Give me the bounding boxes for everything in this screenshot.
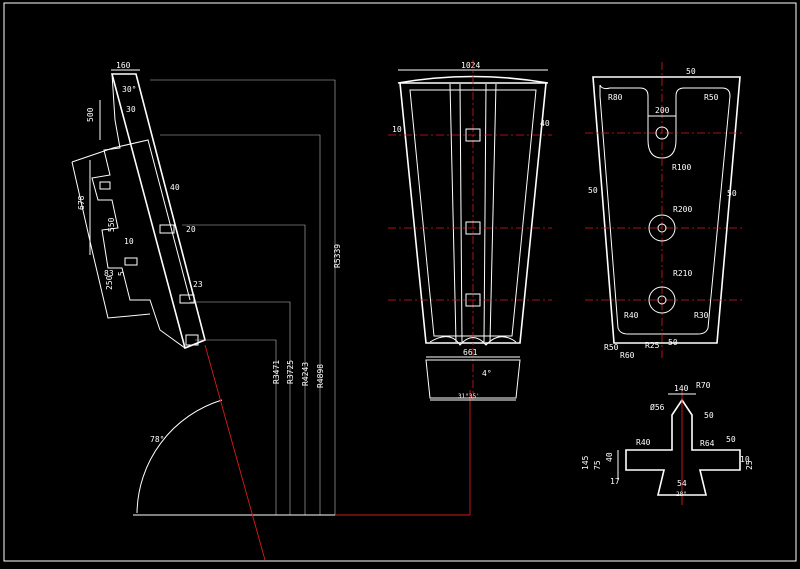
- dim-160: 160: [116, 61, 131, 70]
- front-inner-outline: [409, 89, 537, 337]
- back-r100: R100: [672, 163, 691, 172]
- radius-r3725: R3725: [286, 360, 295, 384]
- back-r50: R50: [704, 93, 719, 102]
- angle-78: 78°: [150, 435, 164, 444]
- bolt-3: [124, 257, 138, 266]
- front-left-margin: 10: [392, 125, 402, 134]
- bolt-1: [99, 181, 111, 190]
- dim-500: 500: [86, 107, 95, 122]
- leader-r3471: [195, 339, 277, 515]
- section-75: 75: [593, 460, 602, 470]
- front-hole-1: [465, 128, 481, 142]
- leader-r4898: [160, 134, 321, 515]
- angle-arc: [136, 399, 223, 514]
- mark-5: 10: [124, 237, 134, 246]
- mark-1: 30: [126, 105, 136, 114]
- dim-678: 678: [77, 195, 86, 210]
- back-hole-3-inner: [657, 295, 667, 305]
- radius-r4898: R4898: [316, 364, 325, 388]
- section-r40: R40: [636, 438, 651, 447]
- section-r64: R64: [700, 439, 715, 448]
- back-mark-3: R40: [624, 311, 639, 320]
- section-140: 140: [674, 384, 689, 393]
- leader-r3725: [190, 301, 291, 515]
- back-slot-width: 200: [655, 106, 670, 115]
- bolt-2: [159, 224, 175, 234]
- back-mark-5: R30: [694, 311, 709, 320]
- back-hole-1: [655, 126, 669, 140]
- mark-3: 20: [186, 225, 196, 234]
- back-outline: [592, 76, 741, 344]
- dim-250: 250: [105, 275, 114, 290]
- back-view: R80 R50 50 200 R100 R200 R210 50 50 50 R…: [585, 62, 745, 360]
- back-left-side: 50: [588, 186, 598, 195]
- radius-r4243: R4243: [301, 362, 310, 386]
- back-r200: R200: [673, 205, 692, 214]
- rib-2: [459, 83, 463, 343]
- back-mark-4: R25: [645, 341, 660, 350]
- section-r70: R70: [696, 381, 711, 390]
- back-right-side: 50: [727, 189, 737, 198]
- side-profile-outline: [110, 73, 206, 350]
- rib-3: [483, 83, 487, 343]
- side-flange-line: [71, 139, 191, 301]
- section-view: 140 R70 Ø56 50 R64 R40 145 75 40 17 54 5…: [581, 381, 754, 505]
- rib-4: [489, 83, 497, 343]
- leader-r5339: [150, 79, 336, 515]
- leader-r4243: [182, 224, 306, 515]
- front-angle: 4°: [482, 369, 492, 378]
- front-base-text: 31°35': [458, 393, 480, 400]
- rib-1: [449, 83, 457, 343]
- section-145: 145: [581, 455, 590, 470]
- side-center-line: [204, 344, 266, 561]
- section-17: 17: [610, 477, 620, 486]
- front-right-margin: 40: [540, 119, 550, 128]
- dim-1024: 1024: [461, 61, 480, 70]
- radius-r3471: R3471: [272, 360, 281, 384]
- bolt-4: [179, 294, 195, 304]
- section-54: 54: [677, 479, 687, 488]
- dim-661: 661: [463, 348, 478, 357]
- back-mark-1: R50: [604, 343, 619, 352]
- mark-6: 83: [104, 269, 114, 278]
- section-25: 25: [745, 460, 754, 470]
- dim-550: 550: [107, 217, 116, 232]
- angle-top: 30°: [122, 85, 136, 94]
- section-40: 40: [605, 452, 614, 462]
- back-hole-3: [648, 286, 676, 314]
- mark-4: 23: [193, 280, 203, 289]
- dim-5: 5: [117, 271, 126, 276]
- side-outer-left: [71, 161, 151, 319]
- section-10: 10: [740, 455, 750, 464]
- front-base-block: [425, 359, 521, 399]
- front-bottom-wave: [429, 336, 517, 346]
- section-angle: 28°: [676, 491, 687, 498]
- back-mark-2: R60: [620, 351, 635, 360]
- back-bottom-right: 50: [668, 338, 678, 347]
- front-hole-2: [465, 221, 481, 235]
- back-inner-outline: [599, 84, 731, 335]
- section-50: 50: [704, 411, 714, 420]
- section-50b: 50: [726, 435, 736, 444]
- front-hole-3: [465, 293, 481, 307]
- front-outline: [399, 82, 547, 344]
- radius-r5339: R5339: [333, 244, 342, 268]
- mark-2: 40: [170, 183, 180, 192]
- back-hole-2: [648, 214, 676, 242]
- back-r80: R80: [608, 93, 623, 102]
- section-d56: Ø56: [650, 402, 665, 412]
- side-view: 160 30° 500 678 550 250 5 30 40 20 23 10…: [71, 61, 471, 561]
- back-r210: R210: [673, 269, 692, 278]
- front-view: 1024 10 40 661 4° 31°35': [388, 60, 552, 401]
- section-outline: [625, 398, 741, 496]
- back-top-mark: 50: [686, 67, 696, 76]
- back-hole-2-inner: [657, 223, 667, 233]
- sheet-border: [3, 2, 797, 562]
